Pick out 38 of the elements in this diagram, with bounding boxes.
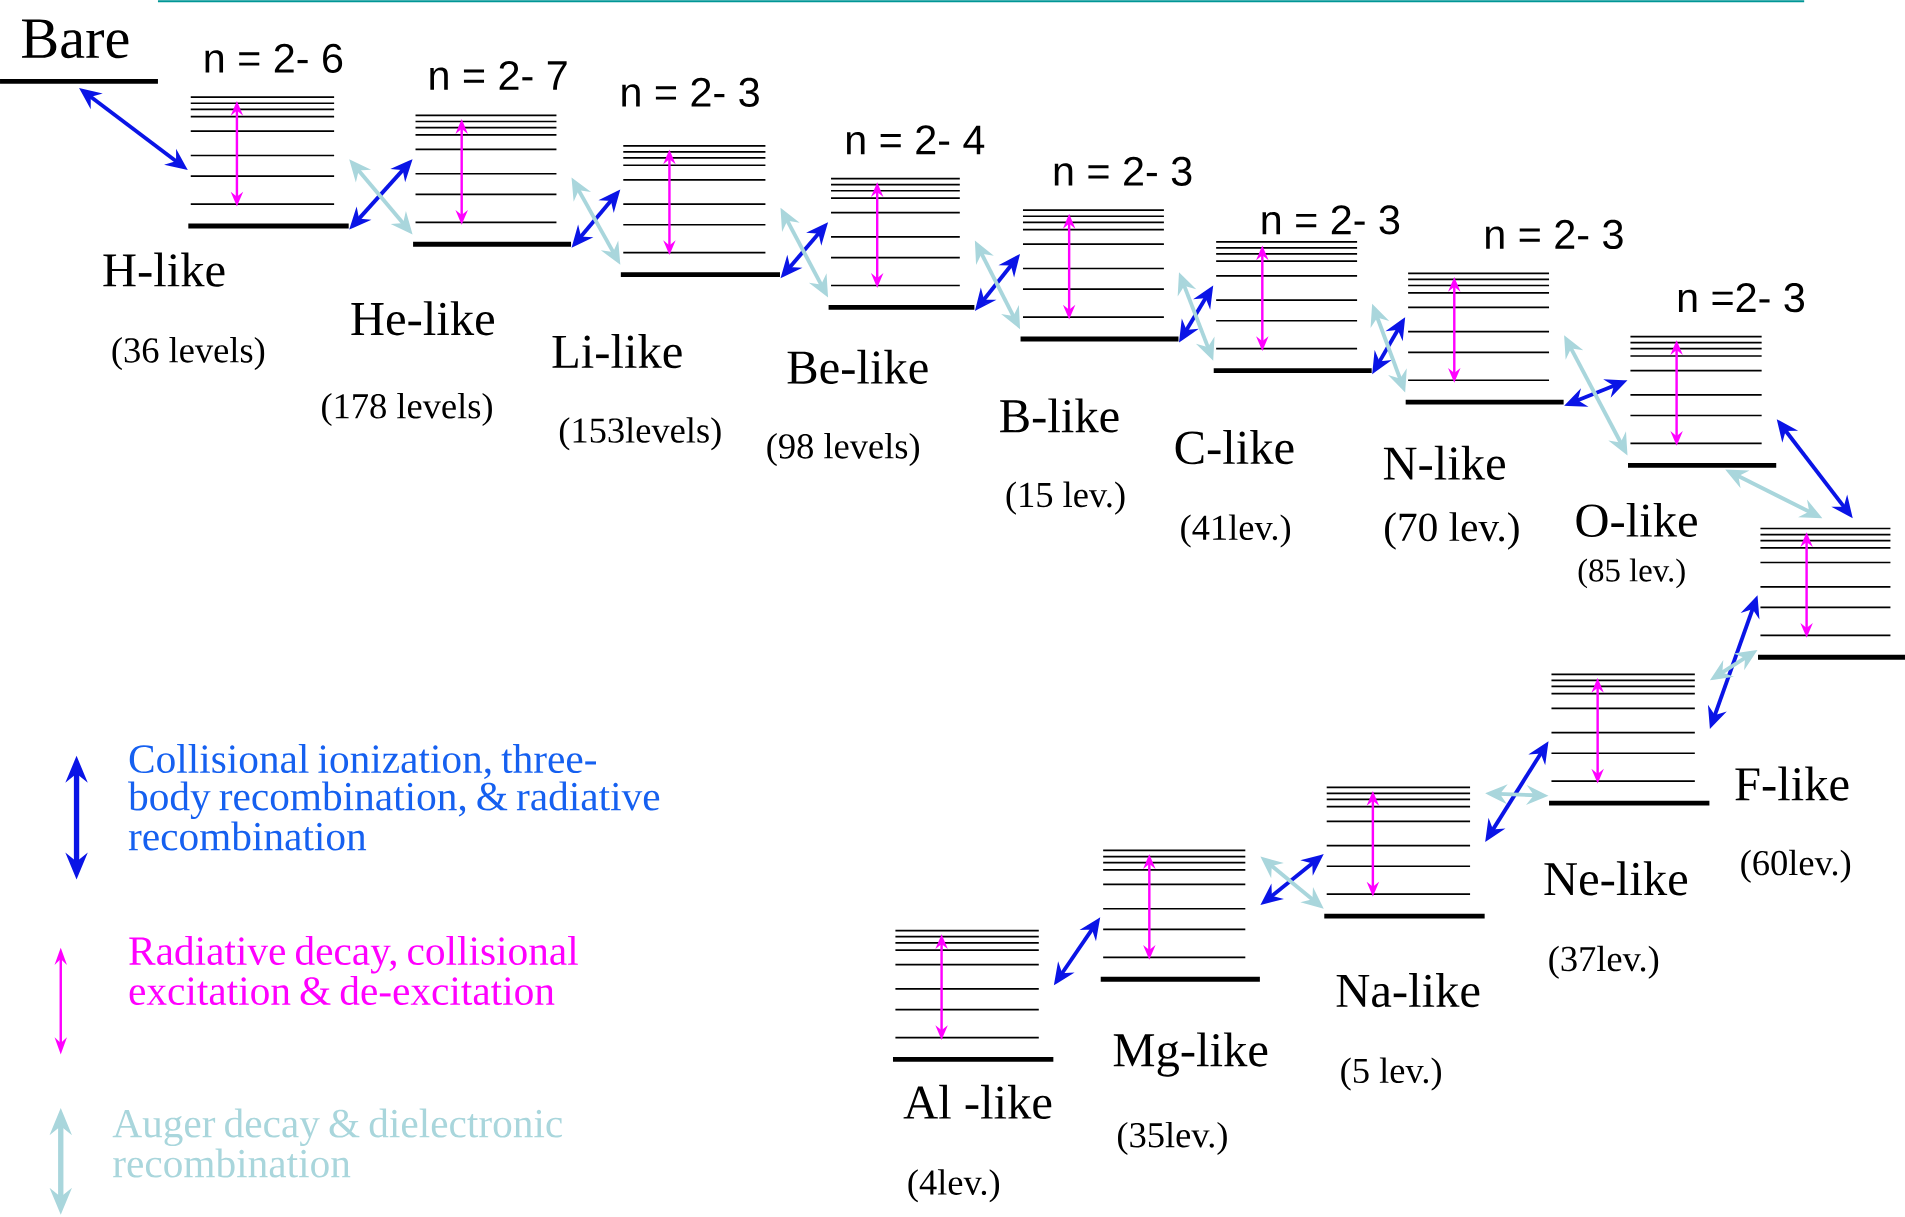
legend-text: Auger decay & dielectronic recombination <box>112 1108 562 1178</box>
stage-label: Bare <box>21 19 129 59</box>
shell-range-label: n = 2- 3 <box>1054 156 1192 186</box>
shell-range-label: n = 2- 6 <box>205 43 343 73</box>
level-count-label: (36 levels) <box>112 336 265 370</box>
level-count-label: (178 levels) <box>322 392 492 426</box>
level-count-label: (4lev.) <box>908 1169 1000 1203</box>
level-count-label: (41lev.) <box>1181 514 1290 548</box>
shell-range-label: n = 2- 7 <box>430 60 567 90</box>
ion-stage-label: B-like <box>1000 398 1119 433</box>
level-count-label: (35lev.) <box>1118 1121 1227 1155</box>
ion-stage-label: Na-like <box>1336 972 1480 1008</box>
level-count-label: (85 lev.) <box>1578 558 1685 589</box>
level-count-label: (15 lev.) <box>1006 481 1125 515</box>
ion-stage-label: H-like <box>103 252 225 287</box>
shell-range-label: n = 2- 4 <box>847 125 985 154</box>
ion-stage-label: Li-like <box>552 333 682 369</box>
ion-stage-label: C-like <box>1175 429 1294 464</box>
ion-stage-label: Mg-like <box>1113 1032 1268 1077</box>
ion-stage-label: Al -like <box>903 1084 1052 1119</box>
level-count-label: (153levels) <box>559 417 721 451</box>
level-count-label: (5 lev.) <box>1341 1057 1441 1091</box>
shell-range-label: n = 2- 3 <box>622 77 759 107</box>
legend-text: Radiative decay, collisional excitation & de-excitation <box>129 935 578 1005</box>
level-count-label: (70 lev.) <box>1385 512 1519 550</box>
shell-range-label: n =2- 3 <box>1678 282 1804 313</box>
level-count-label: (37lev.) <box>1549 945 1659 979</box>
ion-stage-label: He-like <box>351 301 494 336</box>
level-count-label: (60lev.) <box>1741 849 1851 883</box>
shell-range-label: n = 2- 3 <box>1486 219 1623 249</box>
ion-stage-label: Be-like <box>787 349 928 384</box>
ion-stage-label: O-like <box>1576 502 1697 537</box>
shell-range-label: n = 2- 3 <box>1262 205 1400 235</box>
level-count-label: (98 levels) <box>767 432 919 466</box>
ion-stage-label: N-like <box>1383 445 1505 480</box>
ion-stage-label: F-like <box>1735 766 1849 801</box>
legend-text: Collisional ionization, three-body recombination, & radiative recombination <box>128 743 660 851</box>
ion-stage-label: Ne-like <box>1544 861 1688 896</box>
